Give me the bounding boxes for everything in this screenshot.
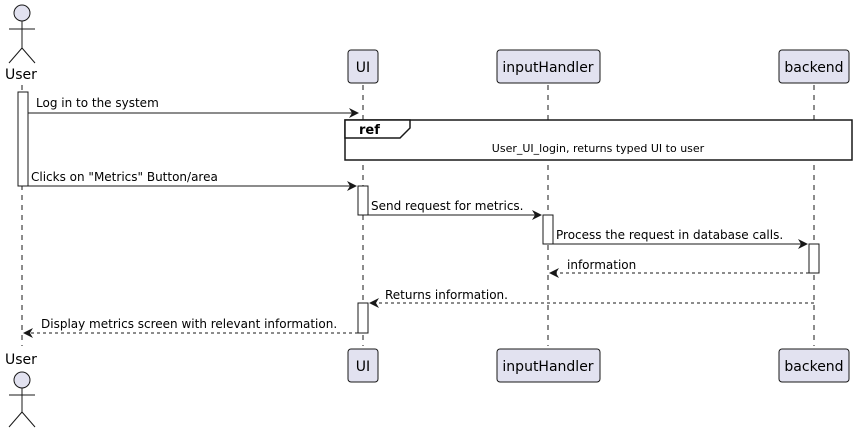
participant-ui-bottom: UI [347, 348, 379, 383]
ref-tag: ref [359, 123, 380, 138]
message-login-label: Log in to the system [36, 96, 159, 110]
message-display-metrics: Display metrics screen with relevant inf… [23, 317, 358, 338]
participant-backend-label: backend [784, 60, 843, 76]
actor-user-bottom-label: User [5, 352, 37, 368]
message-process-request-label: Process the request in database calls. [556, 228, 783, 242]
message-returns-information-label: Returns information. [385, 288, 508, 302]
participant-backend-top: backend [778, 49, 850, 84]
ref-description: User_UI_login, returns typed UI to user [492, 142, 705, 155]
message-information-label: information [567, 258, 636, 272]
ref-frame: ref User_UI_login, returns typed UI to u… [344, 119, 853, 161]
actor-left-leg [8, 411, 23, 428]
actor-user-top [8, 4, 36, 64]
message-click-metrics-label: Clicks on "Metrics" Button/area [31, 170, 218, 184]
participant-input-handler-top: inputHandler [496, 49, 601, 84]
activations [17, 91, 820, 334]
activation-ui-2 [357, 302, 369, 334]
participant-input-handler-label: inputHandler [502, 60, 593, 76]
message-send-request: Send request for metrics. [368, 199, 542, 220]
participant-input-handler-bottom: inputHandler [496, 348, 601, 383]
actor-right-leg [21, 47, 36, 64]
actor-head [13, 371, 31, 389]
message-login: Log in to the system [28, 96, 359, 118]
activation-backend [808, 243, 820, 274]
participant-ui-top: UI [347, 49, 379, 84]
activation-user [17, 91, 29, 187]
message-process-request: Process the request in database calls. [553, 228, 808, 249]
participant-input-handler-label: inputHandler [502, 359, 593, 375]
activation-input-handler [542, 214, 554, 245]
participant-ui-label: UI [356, 60, 370, 76]
message-returns-information: Returns information. [369, 288, 814, 308]
message-display-metrics-label: Display metrics screen with relevant inf… [41, 317, 337, 331]
actor-left-leg [8, 47, 23, 64]
participant-ui-label: UI [356, 359, 370, 375]
message-click-metrics: Clicks on "Metrics" Button/area [28, 170, 357, 191]
participant-backend-label: backend [784, 359, 843, 375]
actor-user-bottom [8, 371, 36, 428]
participant-backend-bottom: backend [778, 348, 850, 383]
activation-ui-1 [357, 185, 369, 216]
message-send-request-label: Send request for metrics. [371, 199, 524, 213]
message-information: information [549, 258, 809, 278]
actor-user-top-label: User [5, 67, 37, 83]
actor-right-leg [21, 411, 36, 428]
actor-head [13, 4, 31, 22]
